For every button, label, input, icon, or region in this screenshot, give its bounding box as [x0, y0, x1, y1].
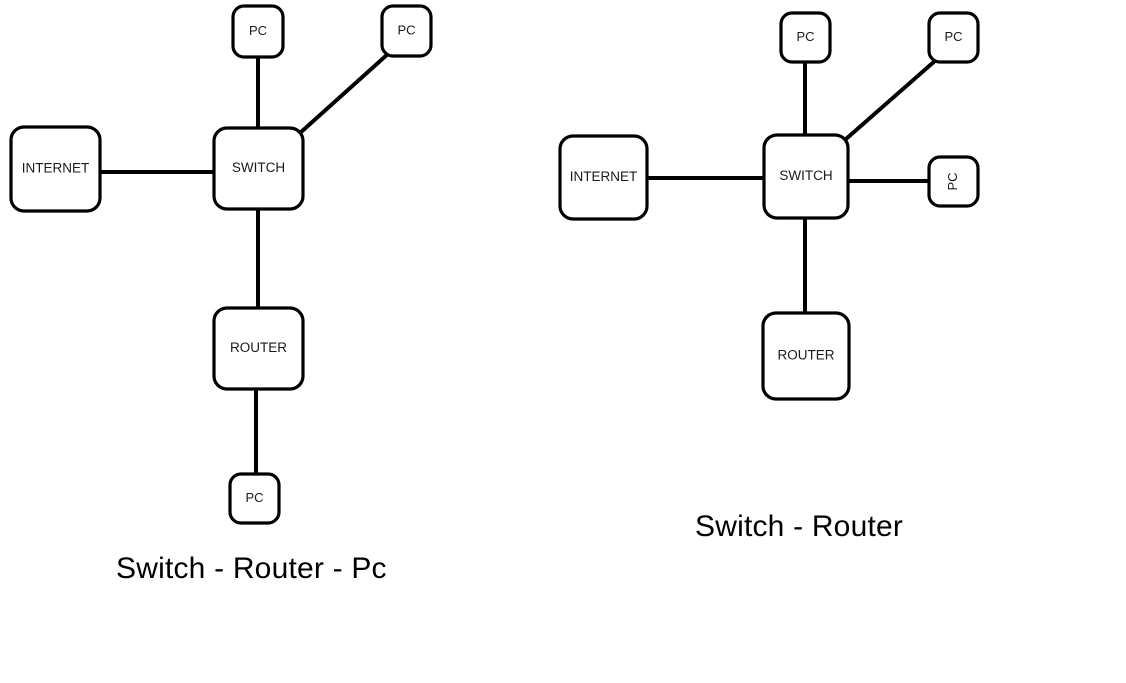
- link-left-pc-diag-to-left-switch: [298, 51, 391, 135]
- node-box-switch: [762, 133, 850, 220]
- node-left-switch[interactable]: SWITCH: [212, 126, 305, 211]
- node-box-pc: [779, 11, 832, 64]
- node-label-right-pc-diag: PC: [944, 29, 962, 44]
- diagram-right: INTERNET SWITCH ROUTER PC PC PC: [558, 11, 980, 401]
- node-box-router: [761, 311, 851, 401]
- caption-switch-router-pc: Switch - Router - Pc: [116, 552, 387, 585]
- node-right-internet[interactable]: INTERNET: [558, 134, 649, 221]
- node-label-left-switch: SWITCH: [232, 160, 285, 175]
- node-box-pc: [927, 11, 980, 64]
- node-label-left-router: ROUTER: [230, 340, 287, 355]
- node-left-pc-bottom[interactable]: PC: [228, 472, 281, 525]
- node-box-pc: [228, 472, 281, 525]
- node-label-left-pc-diag: PC: [397, 22, 415, 37]
- node-box-pc: [927, 155, 980, 208]
- node-right-pc-diag[interactable]: PC: [927, 11, 980, 64]
- node-left-internet[interactable]: INTERNET: [9, 125, 102, 213]
- node-right-router[interactable]: ROUTER: [761, 311, 851, 401]
- node-box-router: [212, 306, 305, 391]
- node-left-pc-diag[interactable]: PC: [380, 4, 433, 58]
- diagram-left: INTERNET SWITCH ROUTER PC PC PC: [9, 4, 433, 525]
- node-label-left-pc-top: PC: [249, 23, 267, 38]
- node-label-left-internet: INTERNET: [22, 161, 90, 176]
- node-label-right-pc-top: PC: [796, 29, 814, 44]
- node-box-pc: [231, 4, 285, 59]
- node-right-pc-top[interactable]: PC: [779, 11, 832, 64]
- node-label-right-pc-side: PC: [945, 172, 960, 190]
- caption-switch-router: Switch - Router: [695, 510, 904, 543]
- node-box-pc: [380, 4, 433, 58]
- node-box-internet: [9, 125, 102, 213]
- node-left-router[interactable]: ROUTER: [212, 306, 305, 391]
- node-left-pc-top[interactable]: PC: [231, 4, 285, 59]
- node-label-right-internet: INTERNET: [570, 169, 638, 184]
- node-label-right-router: ROUTER: [778, 348, 835, 363]
- link-right-pc-diag-to-right-switch: [844, 58, 938, 141]
- node-label-left-pc-bottom: PC: [245, 490, 263, 505]
- node-right-switch[interactable]: SWITCH: [762, 133, 850, 220]
- node-label-right-switch: SWITCH: [779, 168, 832, 183]
- node-box-internet: [558, 134, 649, 221]
- node-right-pc-side[interactable]: PC: [927, 155, 980, 208]
- node-box-switch: [212, 126, 305, 211]
